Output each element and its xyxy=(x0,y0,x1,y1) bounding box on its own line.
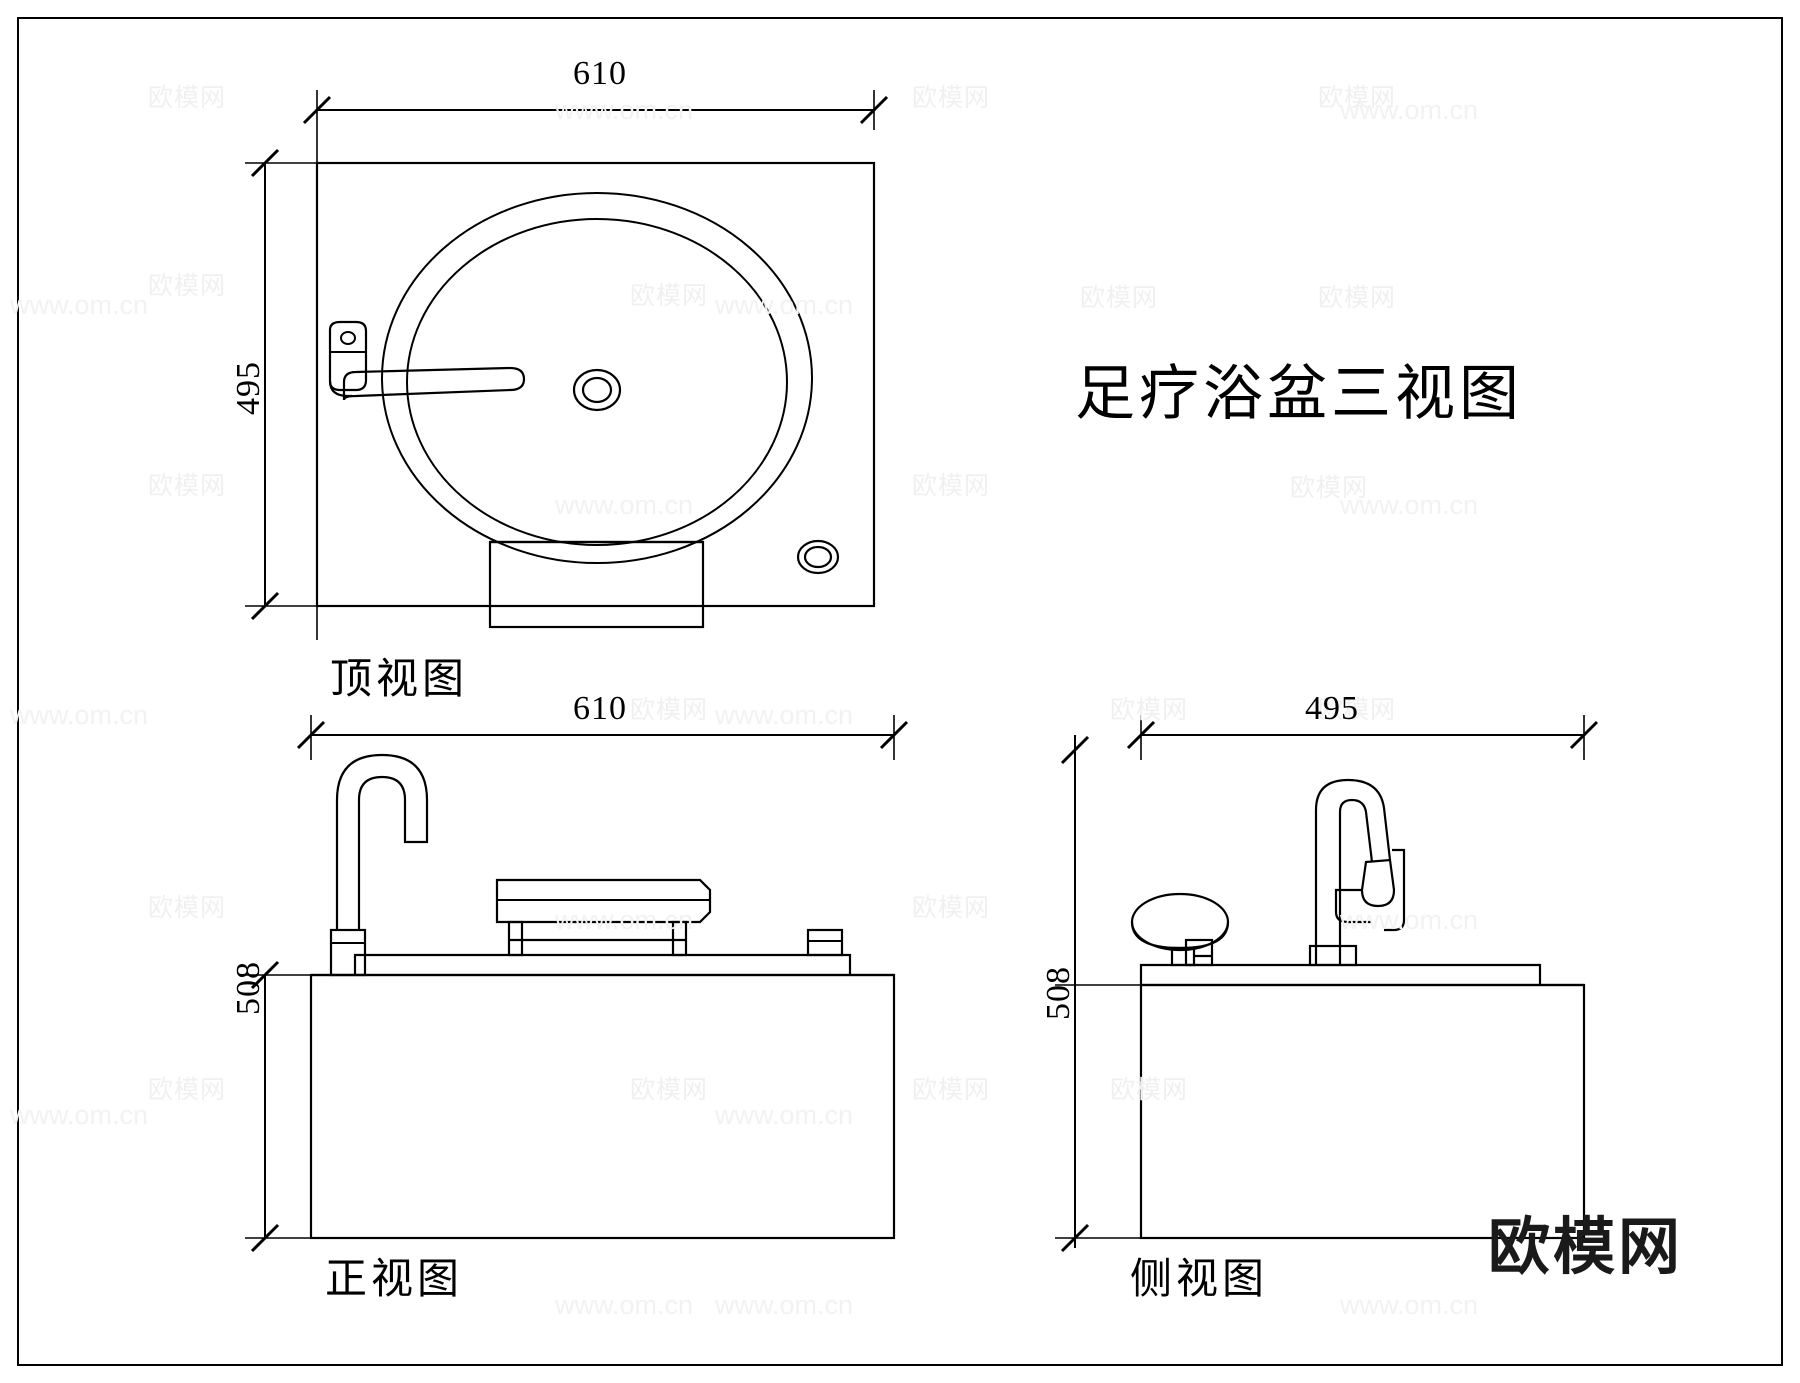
front-view-faucet-arc-outer xyxy=(335,753,429,930)
top-view-group xyxy=(245,90,889,640)
top-view-basin-outer xyxy=(381,192,813,564)
top-view-faucet-pivot xyxy=(340,331,356,345)
top-view-faucet-base xyxy=(328,320,368,392)
side-view-group xyxy=(1055,715,1599,1253)
side-view-faucet-inner xyxy=(1338,798,1374,965)
front-view-headrest-post-right xyxy=(671,920,688,957)
top-view-basin-rim xyxy=(406,218,788,546)
dim-side-height xyxy=(1055,735,1160,1253)
front-view-cabinet xyxy=(309,973,896,1240)
dim-front-height xyxy=(245,960,330,1253)
top-view-knob-outer xyxy=(796,539,840,575)
side-view-faucet-lever xyxy=(1384,848,1406,932)
dim-side-depth xyxy=(1126,715,1599,760)
brand-logo-watermark: 欧模网 xyxy=(1488,1213,1684,1282)
top-view-drain-outer xyxy=(572,368,622,412)
top-view-seat-block xyxy=(488,540,705,629)
side-view-faucet-base xyxy=(1308,944,1358,967)
side-view-faucet-body xyxy=(1314,778,1392,965)
side-view-headrest-pad-underside xyxy=(1130,921,1230,950)
top-view-knob-inner xyxy=(803,545,833,569)
dim-top-width xyxy=(302,90,889,640)
top-view-outer-plate xyxy=(315,161,876,608)
side-view-spray-nozzle xyxy=(1334,888,1372,924)
dim-top-depth xyxy=(245,148,340,621)
side-view-spray-head xyxy=(1360,858,1396,908)
front-view-deck-band xyxy=(353,953,852,975)
top-view-drain-inner xyxy=(581,376,613,404)
side-view-deck-band xyxy=(1139,963,1542,985)
dim-front-width xyxy=(296,715,909,760)
front-view-faucet-arc-inner xyxy=(357,775,407,930)
front-view-faucet-collar xyxy=(329,928,367,977)
side-view-headrest-bracket xyxy=(1184,938,1214,967)
top-view-faucet-spout xyxy=(342,366,526,401)
top-view-faucet-elbow xyxy=(328,380,352,398)
front-view-headrest-post-left xyxy=(507,920,524,957)
front-view-faucet-spout-tip xyxy=(403,832,429,844)
sheet-border xyxy=(17,17,1783,1366)
front-view-group xyxy=(245,715,909,1253)
front-view-control-box xyxy=(806,928,844,957)
